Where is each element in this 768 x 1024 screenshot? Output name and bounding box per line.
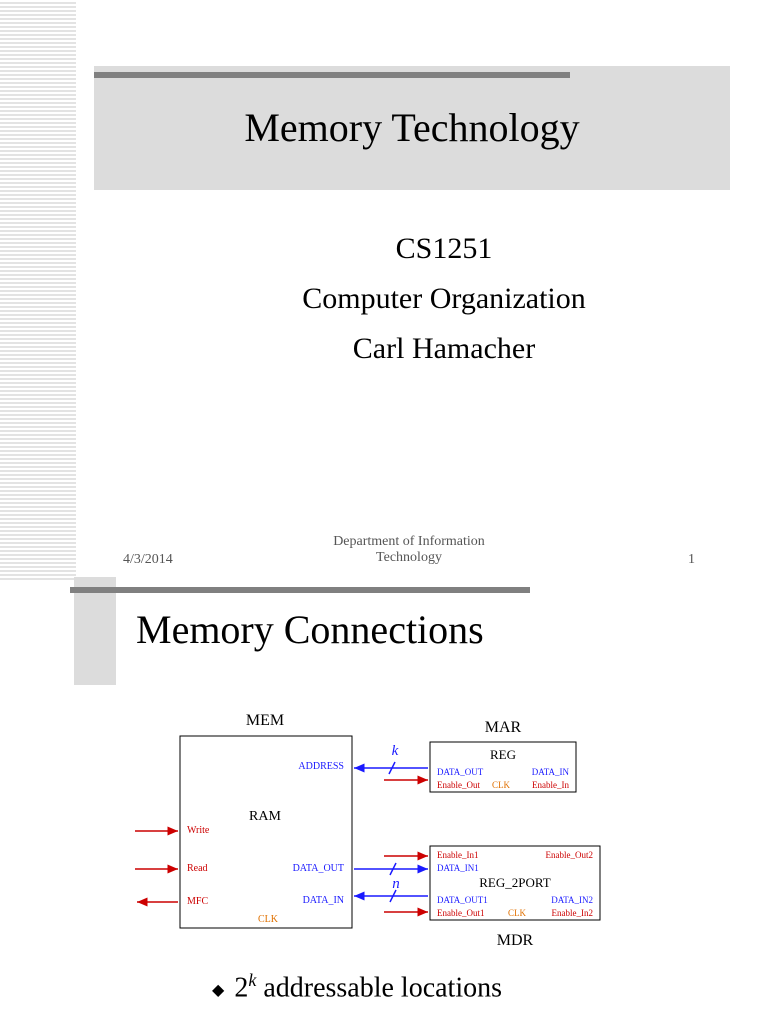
mar-title: MAR (485, 719, 522, 736)
mem-clk-label: CLK (258, 914, 279, 925)
mar-enable-out-label: Enable_Out (437, 780, 480, 790)
footer-department-line1: Department of Information (333, 534, 485, 549)
mdr-reg-label: REG_2PORT (479, 875, 551, 890)
mem-address-label: ADDRESS (298, 761, 344, 772)
slide-title: Memory Technology (244, 105, 580, 150)
ram-label: RAM (249, 809, 281, 824)
bullet-text: addressable locations (256, 972, 503, 1004)
footer-date: 4/3/2014 (123, 552, 173, 567)
title-rule (94, 72, 570, 78)
bullet-base: 2 (234, 972, 249, 1004)
mem-data-out-label: DATA_OUT (293, 863, 344, 874)
slide2-accent-block (74, 577, 116, 685)
mem-read-label: Read (187, 863, 208, 874)
diamond-bullet-icon: ◆ (212, 981, 225, 999)
mar-data-out-label: DATA_OUT (437, 767, 484, 777)
author-name: Carl Hamacher (352, 332, 536, 365)
footer-page-number: 1 (688, 552, 695, 567)
mar-clk-label: CLK (492, 780, 511, 790)
slide2-title-rule (70, 587, 530, 593)
mdr-clk-label: CLK (508, 908, 527, 918)
mem-write-label: Write (187, 825, 210, 836)
mar-data-in-label: DATA_IN (532, 767, 570, 777)
mdr-box (429, 845, 601, 921)
memory-connections-diagram: MEM RAM ADDRESS Write Read MFC DATA_OUT … (135, 712, 601, 949)
mem-data-in-label: DATA_IN (303, 895, 344, 906)
data-out-bus-slash (389, 862, 397, 876)
address-width-label: k (392, 743, 399, 759)
course-name: Computer Organization (302, 282, 586, 315)
bullet-addressable-locations: ◆ 2k addressable locations (212, 970, 502, 1004)
mem-title: MEM (246, 712, 284, 729)
mdr-enable-in2-label: Enable_In2 (552, 908, 593, 918)
mar-reg-label: REG (490, 747, 516, 762)
mdr-enable-out1-label: Enable_Out1 (437, 908, 485, 918)
address-bus-slash (388, 761, 396, 775)
mdr-data-in1-label: DATA_IN1 (437, 863, 479, 873)
mar-enable-in-label: Enable_In (532, 780, 569, 790)
slide-stripe-decoration (0, 0, 76, 580)
slide2-title: Memory Connections (136, 607, 484, 652)
mdr-data-out1-label: DATA_OUT1 (437, 895, 488, 905)
mdr-data-in2-label: DATA_IN2 (551, 895, 593, 905)
mdr-title: MDR (497, 932, 534, 949)
footer-department: Department of Information Technology (296, 534, 522, 566)
footer-department-line2: Technology (376, 550, 442, 565)
mdr-enable-out2-label: Enable_Out2 (546, 850, 594, 860)
mdr-enable-in1-label: Enable_In1 (437, 850, 478, 860)
title-band (94, 66, 730, 190)
data-in-bus-slash (389, 889, 397, 903)
bullet-exponent: k (248, 970, 257, 990)
data-width-label: n (392, 876, 400, 892)
mem-box (179, 735, 353, 929)
course-code: CS1251 (395, 232, 493, 265)
mem-mfc-label: MFC (187, 896, 208, 907)
mar-box (429, 741, 577, 793)
